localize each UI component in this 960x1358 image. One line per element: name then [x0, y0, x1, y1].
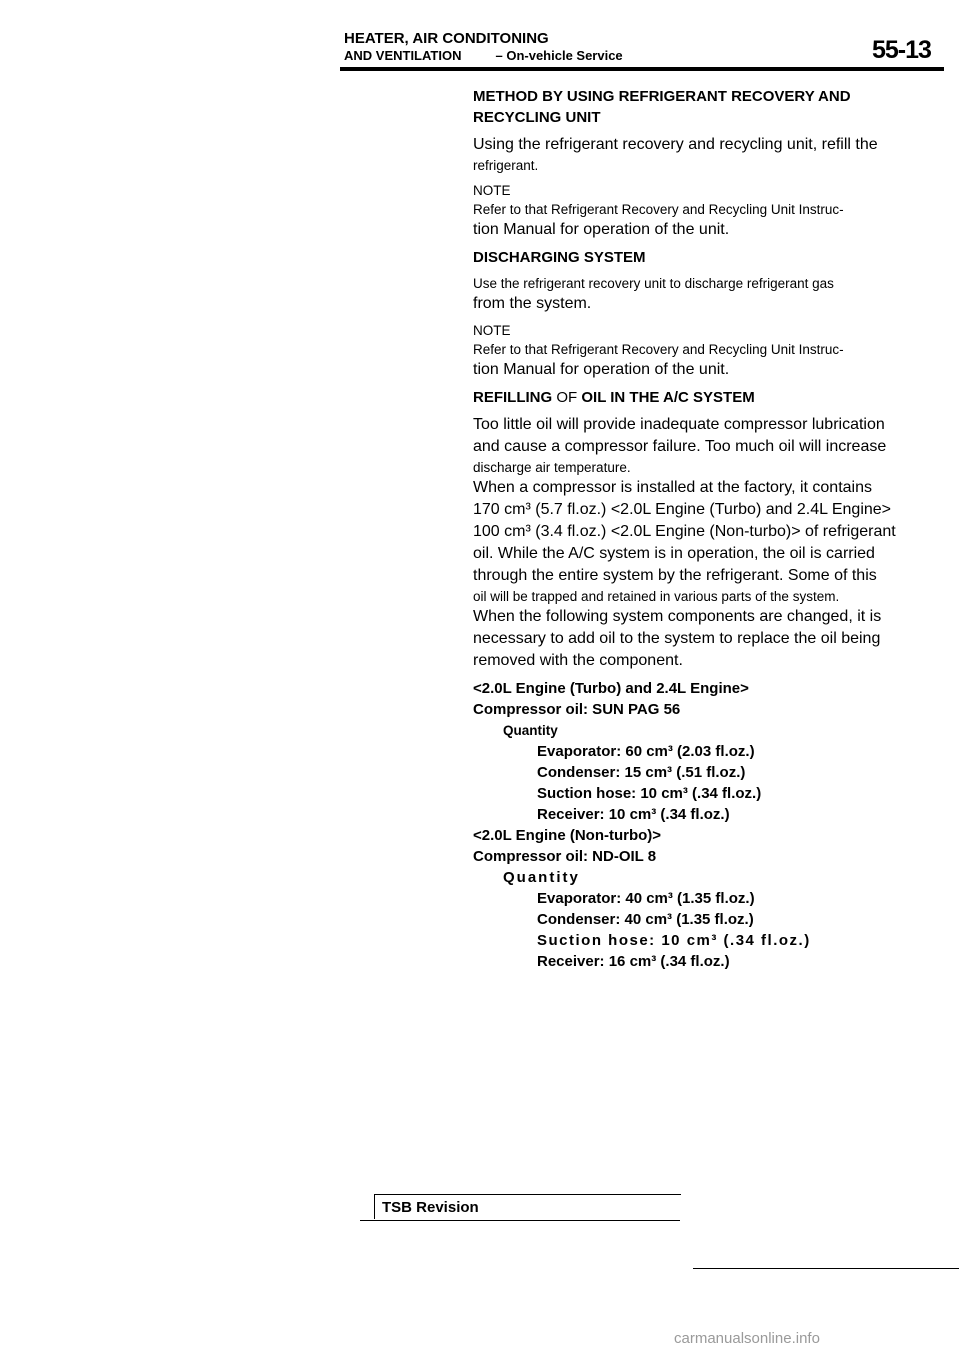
para-2-line-3: 100 cm³ (3.4 fl.oz.) <2.0L Engine (Non-t…	[473, 523, 896, 540]
group-2-item: Condenser: 40 cm³ (1.35 fl.oz.)	[537, 911, 754, 928]
note-2-label: NOTE	[473, 323, 511, 338]
group-1-item: Receiver: 10 cm³ (.34 fl.oz.)	[537, 806, 730, 823]
para-2-line-6: oil will be trapped and retained in vari…	[473, 589, 840, 604]
discharging-line-2: from the system.	[473, 295, 592, 312]
note-1-line-1: Refer to that Refrigerant Recovery and R…	[473, 202, 844, 217]
group-1-item: Suction hose: 10 cm³ (.34 fl.oz.)	[537, 785, 762, 802]
para-2-line-2: 170 cm³ (5.7 fl.oz.) <2.0L Engine (Turbo…	[473, 501, 892, 518]
group-2-quantity-label: Quantity	[503, 869, 580, 886]
tsb-bottom-rule	[360, 1220, 680, 1221]
group-1-item: Evaporator: 60 cm³ (2.03 fl.oz.)	[537, 743, 755, 760]
group-1-oil: Compressor oil: SUN PAG 56	[473, 701, 681, 718]
header-rule	[340, 67, 944, 71]
group-1-quantity-label: Quantity	[503, 723, 558, 738]
footer-rule	[693, 1268, 959, 1269]
refilling-heading: REFILLING OF OIL IN THE A/C SYSTEM	[473, 387, 939, 408]
header-subtitle-right: – On-vehicle Service	[495, 48, 623, 63]
discharging-line-1: Use the refrigerant recovery unit to dis…	[473, 276, 834, 291]
para-1-line-1: Too little oil will provide inadequate c…	[473, 416, 885, 433]
main-content: METHOD BY USING REFRIGERANT RECOVERY AND…	[473, 86, 939, 972]
header-subtitle-left: AND VENTILATION	[344, 48, 462, 63]
group-2-oil: Compressor oil: ND-OIL 8	[473, 848, 657, 865]
para-1-line-2: and cause a compressor failure. Too much…	[473, 438, 887, 455]
para-2-line-5: through the entire system by the refrige…	[473, 567, 877, 584]
para-2-line-4: oil. While the A/C system is in operatio…	[473, 545, 875, 562]
note-1-label: NOTE	[473, 183, 511, 198]
header-subtitle: AND VENTILATION – On-vehicle Service	[344, 48, 623, 63]
para-3-line-1: When the following system components are…	[473, 608, 882, 625]
para-3-line-2: necessary to add oil to the system to re…	[473, 630, 881, 647]
discharging-heading: DISCHARGING SYSTEM	[473, 249, 646, 266]
group-2-item: Suction hose: 10 cm³ (.34 fl.oz.)	[537, 932, 811, 949]
using-line-1: Using the refrigerant recovery and recyc…	[473, 136, 878, 153]
refilling-heading-a: REFILLING	[473, 389, 553, 406]
page-number: 55-13	[872, 36, 932, 64]
tsb-revision-label: TSB Revision	[382, 1199, 479, 1216]
para-1-line-3: discharge air temperature.	[473, 460, 631, 475]
watermark: carmanualsonline.info	[674, 1330, 820, 1347]
note-2-line-2: tion Manual for operation of the unit.	[473, 361, 730, 378]
group-1-engine: <2.0L Engine (Turbo) and 2.4L Engine>	[473, 680, 749, 697]
method-heading: METHOD BY USING REFRIGERANT RECOVERY AND…	[473, 88, 851, 126]
using-line-2: refrigerant.	[473, 158, 539, 173]
note-1-line-2: tion Manual for operation of the unit.	[473, 221, 730, 238]
para-3-line-3: removed with the component.	[473, 652, 683, 669]
tsb-revision-box	[374, 1194, 681, 1219]
group-2-item: Evaporator: 40 cm³ (1.35 fl.oz.)	[537, 890, 755, 907]
refilling-heading-b: OIL IN THE A/C SYSTEM	[581, 389, 755, 406]
group-2-item: Receiver: 16 cm³ (.34 fl.oz.)	[537, 953, 730, 970]
note-2-line-1: Refer to that Refrigerant Recovery and R…	[473, 342, 844, 357]
group-1-item: Condenser: 15 cm³ (.51 fl.oz.)	[537, 764, 746, 781]
para-2-line-1: When a compressor is installed at the fa…	[473, 479, 872, 496]
group-2-engine: <2.0L Engine (Non-turbo)>	[473, 827, 662, 844]
header-title: HEATER, AIR CONDITONING	[344, 30, 549, 47]
refilling-heading-of: OF	[556, 389, 578, 406]
